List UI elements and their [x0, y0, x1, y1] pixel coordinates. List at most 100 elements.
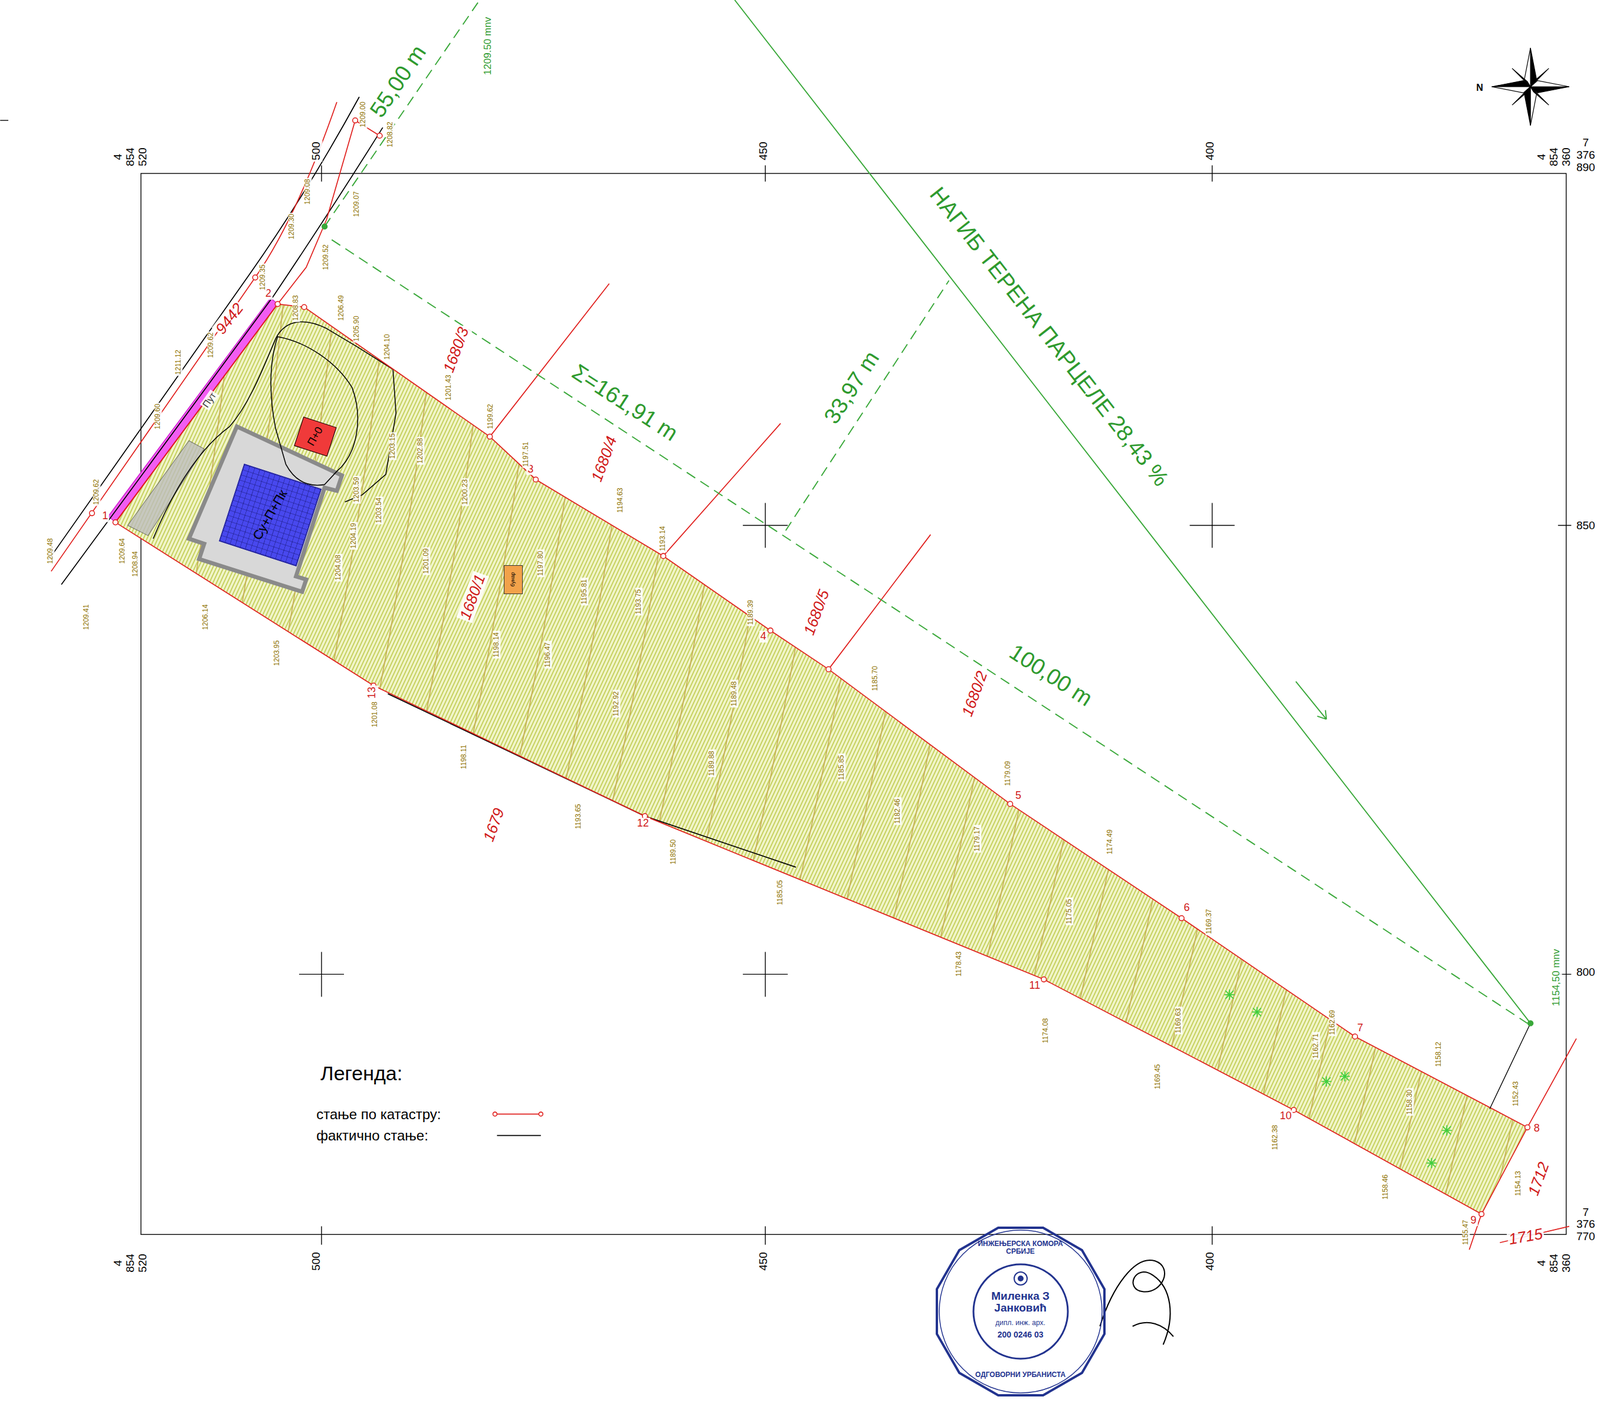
spot-elevation: 1209.52: [322, 243, 331, 271]
compass-point: [1512, 68, 1549, 106]
spot-elevation: 1209.62: [207, 330, 215, 359]
spot-elevation: 1209.62: [93, 477, 101, 506]
grid-coordinate: 500: [310, 140, 323, 162]
grid-coordinate: 7 376 890: [1575, 136, 1597, 175]
vertex: [1479, 1211, 1485, 1217]
spot-elevation: 1189.50: [669, 838, 678, 867]
spot-elevation: 1174.08: [1041, 1017, 1050, 1045]
spot-elevation: 1204.08: [335, 553, 343, 582]
legend-sample-vertex: [492, 1112, 497, 1117]
spot-elevation: 1197.51: [522, 440, 531, 468]
grid-coordinate: 450: [756, 1250, 770, 1272]
stamp-person-name: Миленка З Јанковић: [982, 1290, 1059, 1316]
spot-elevation: 1209.08: [304, 177, 313, 206]
parcel-boundary: [115, 303, 1528, 1214]
spot-elevation: 1209.41: [82, 603, 91, 632]
vertex: [376, 133, 383, 139]
parcel-number: 1679: [479, 804, 508, 845]
road-parcel-number: 9442: [211, 298, 248, 338]
vertex: [1352, 1034, 1358, 1040]
legend-sample-line: [496, 1135, 541, 1137]
earthwork-outline: [270, 336, 358, 486]
dimension-line: [324, 0, 480, 227]
elevation-marker-label: 1154,50 mnv: [1550, 947, 1562, 1008]
stamp-chamber-name: ИНЖЕЊЕРСКА КОМОРА СРБИЈЕ: [967, 1239, 1074, 1255]
spot-elevation: 1162.69: [1328, 1008, 1337, 1037]
spot-elevation: 1204.10: [384, 332, 392, 361]
spot-elevation: 1154.13: [1514, 1169, 1523, 1198]
spot-elevation: 1185.85: [837, 753, 846, 782]
contour-lines: [40, 152, 1600, 1327]
spot-elevation: 1209.00: [359, 100, 367, 129]
grid-coordinate: 450: [756, 140, 770, 162]
boundary-point-number: 5: [1014, 789, 1023, 802]
building-footprint: П+0: [293, 416, 337, 457]
well-symbol: бунар: [503, 565, 523, 594]
grid-coordinate: 7 376 770: [1575, 1205, 1597, 1244]
parcel-number: 1680/4: [587, 433, 621, 485]
spot-elevation: 1199.62: [486, 402, 495, 431]
grid-coordinate: 4 854 520: [112, 1252, 150, 1274]
spot-elevation: 1158.30: [1406, 1088, 1415, 1117]
elevation-point: [1527, 1020, 1534, 1026]
sheet-edge-mark: [0, 119, 9, 121]
boundary-point-number: 4: [759, 630, 768, 643]
building-footprint: Су+П+Пк: [218, 463, 322, 567]
elevation-point: [321, 223, 328, 230]
dimension-line: [331, 239, 1528, 1024]
parcel-hatch: [115, 303, 1528, 1214]
parcel-number: 1680/1: [456, 571, 489, 624]
spot-elevation: 1175.05: [1065, 897, 1074, 926]
vertex: [1525, 1124, 1531, 1130]
elevation-marker-label: 1209.50 mnv: [482, 15, 494, 77]
spot-elevation: 1185.70: [871, 664, 880, 693]
legend-sample-vertex: [538, 1112, 543, 1117]
spot-elevation: 1178.43: [955, 950, 963, 979]
spot-elevation: 1203.95: [273, 638, 282, 667]
spot-elevation: 1179.09: [1004, 759, 1012, 788]
vertex: [252, 274, 258, 281]
spot-elevation: 1195.81: [580, 578, 589, 606]
grid-coordinate: 4 854 360: [1535, 146, 1573, 168]
spot-elevation: 1185.05: [776, 879, 785, 907]
grid-coordinate: 4 854 360: [1535, 1252, 1573, 1274]
spot-elevation: 1203.15: [388, 431, 397, 460]
spot-elevation: 1198.11: [460, 743, 468, 772]
boundary-point-number: 1: [100, 510, 110, 523]
spot-elevation: 1193.14: [659, 525, 668, 553]
north-label: N: [1474, 82, 1485, 94]
spot-elevation: 1197.80: [536, 549, 545, 577]
north-arrow: [1491, 47, 1569, 126]
grid-coordinate: 800: [1575, 966, 1597, 979]
road-cadastral-edge: [51, 102, 337, 572]
spot-elevation: 1209.07: [353, 189, 362, 218]
stamp-ring: [939, 1230, 1103, 1393]
boundary-point-number: 13: [366, 685, 379, 700]
legend-heading: Легенда:: [319, 1062, 404, 1085]
spot-elevation: 1208.94: [131, 550, 140, 579]
parcel-number: 1712: [1524, 1158, 1553, 1199]
spot-elevation: 1169.63: [1174, 1006, 1183, 1035]
dimension-label: Σ=161,91 m: [566, 359, 683, 447]
slope-arrow: [1295, 681, 1327, 720]
engineer-stamp: ИНЖЕЊЕРСКА КОМОРА СРБИЈЕ Миленка З Јанков…: [932, 1223, 1110, 1400]
dimension-line: [785, 280, 950, 531]
spot-elevation: 1204.19: [350, 521, 359, 550]
compass-point: [1530, 80, 1570, 87]
spot-elevation: 1203.59: [353, 476, 362, 504]
legend-sample-line: [494, 1113, 542, 1115]
spot-elevation: 1152.43: [1512, 1080, 1521, 1108]
dimension-label: 55,00 m: [364, 40, 432, 124]
grid-coordinate: 500: [310, 1250, 323, 1272]
cadastral-vertices: [89, 117, 1531, 1217]
grid-coordinate: 400: [1204, 1250, 1217, 1272]
neighbour-boundary: [489, 283, 1577, 1251]
vertex: [660, 553, 667, 559]
actual-boundary: [387, 693, 796, 868]
spot-elevation: 1189.88: [708, 749, 717, 777]
spot-elevation: 1206.49: [338, 294, 346, 323]
spot-elevation: 1158.46: [1381, 1172, 1390, 1201]
spot-elevation: 1193.65: [574, 802, 583, 831]
